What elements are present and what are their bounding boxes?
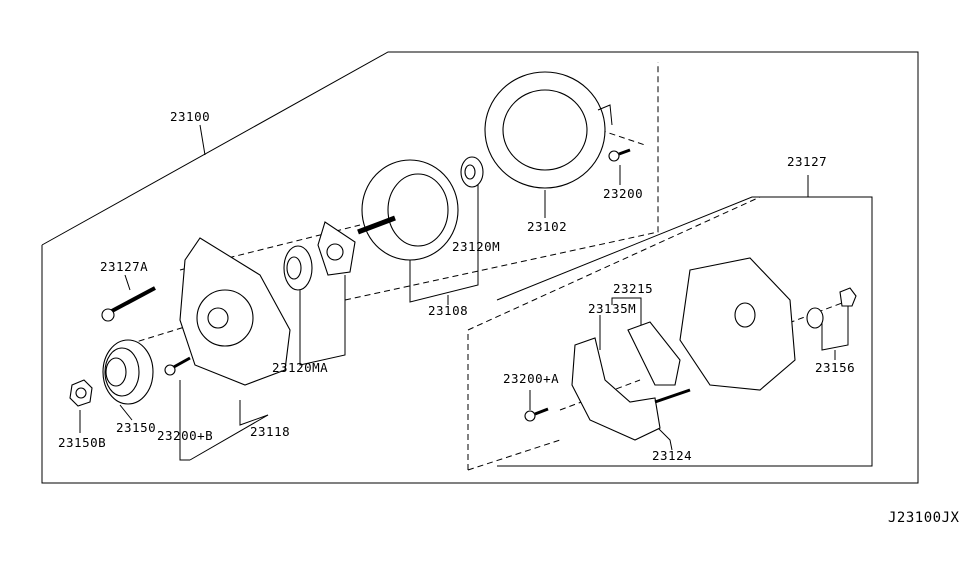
stator-screw-part [608, 148, 631, 162]
screw-b-part [164, 356, 191, 376]
dashed-guide [599, 129, 646, 146]
dashed-guide [467, 439, 561, 471]
rotor-part [357, 159, 459, 261]
front-cover-part [179, 237, 291, 386]
pulley-nut-part [69, 379, 93, 407]
front-bearing-part [283, 245, 313, 291]
label-23120ma: 23120MA [272, 360, 328, 375]
label-23200: 23200 [603, 186, 643, 201]
label-23215: 23215 [613, 281, 653, 296]
label-23200a: 23200+A [503, 371, 559, 386]
rear-dashed-box [467, 196, 761, 470]
label-23200b: 23200+B [157, 428, 213, 443]
stator-dashed-box [344, 62, 659, 301]
rear-bearing-part [460, 156, 484, 188]
label-23127: 23127 [787, 154, 827, 169]
label-23135m: 23135M [588, 301, 636, 316]
label-23156: 23156 [815, 360, 855, 375]
label-23150: 23150 [116, 420, 156, 435]
label-23120m: 23120M [452, 239, 500, 254]
diagram-code: J23100JX [888, 510, 960, 526]
diode-assy-part [571, 337, 691, 441]
stator-part [484, 71, 613, 189]
rear-cover-boundary [496, 196, 873, 467]
leader-lines [79, 124, 849, 461]
label-23124: 23124 [652, 448, 692, 463]
assembly-boundary [41, 51, 919, 484]
rear-cover-part [679, 257, 796, 391]
label-23118: 23118 [250, 424, 290, 439]
terminal-part [806, 287, 857, 329]
brush-holder-part [627, 321, 681, 386]
label-23108: 23108 [428, 303, 468, 318]
label-23150b: 23150B [58, 435, 106, 450]
pulley-part [102, 339, 154, 405]
label-23100: 23100 [170, 109, 210, 124]
label-23102: 23102 [527, 219, 567, 234]
bearing-plate-part [317, 221, 356, 276]
screw-a-part [524, 407, 549, 422]
through-bolt-part [101, 286, 156, 322]
label-23127a: 23127A [100, 259, 148, 274]
